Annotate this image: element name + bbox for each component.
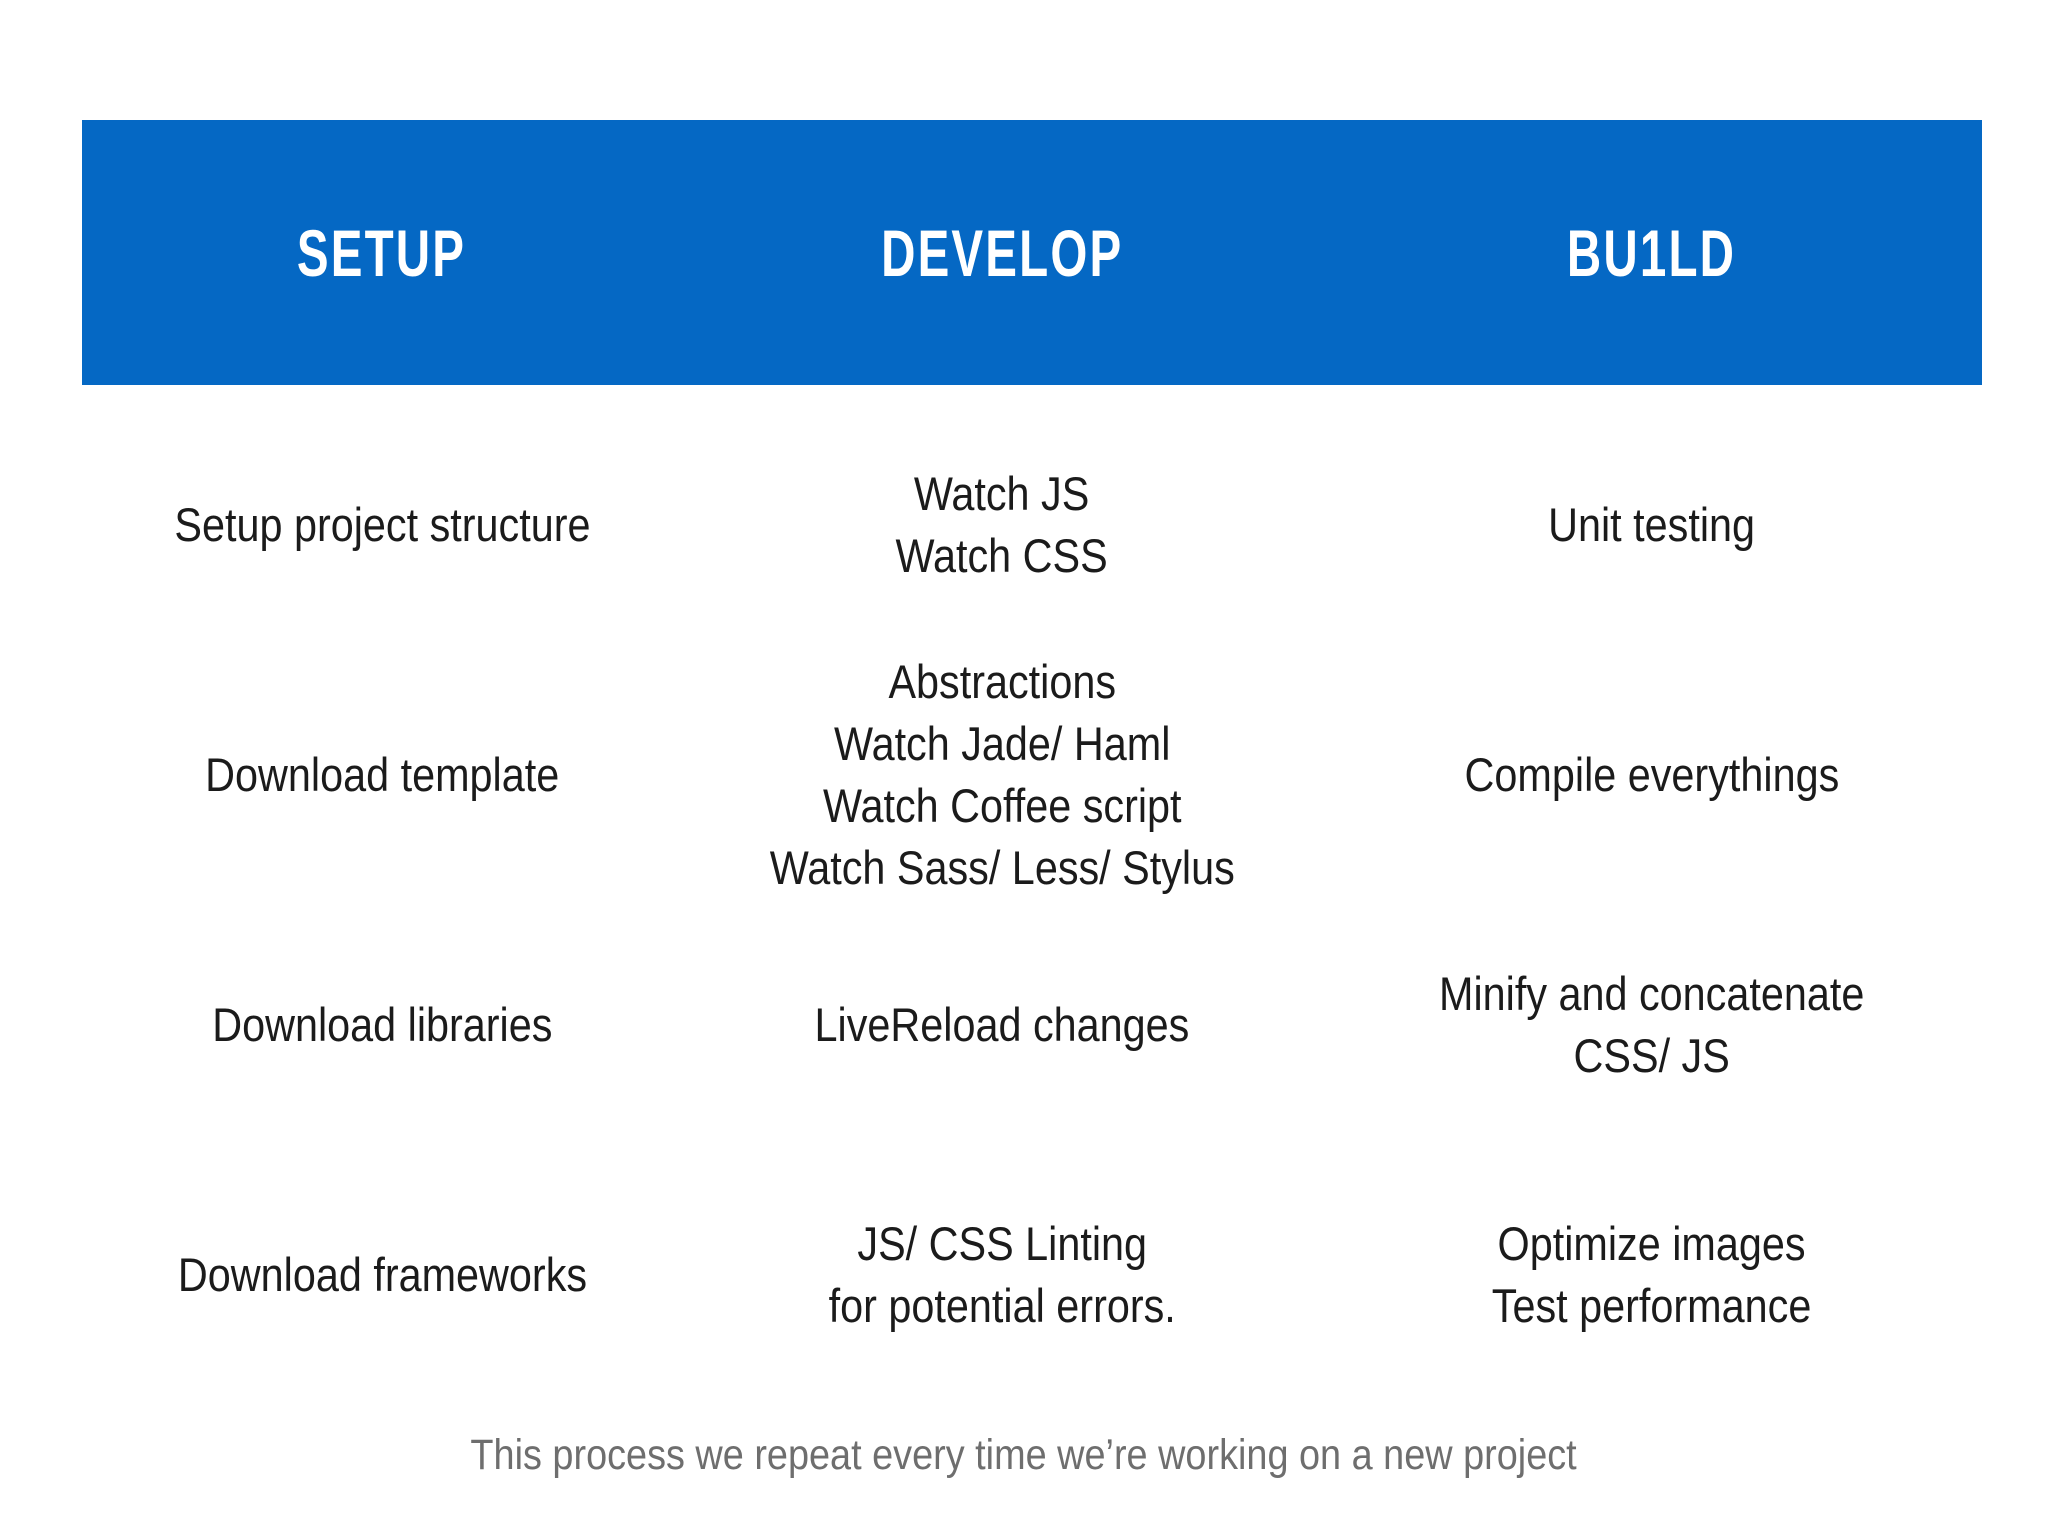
header-column-develop: DEVELOP [682, 120, 1322, 385]
table-cell-develop-3: LiveReload changes [682, 900, 1322, 1150]
table-cell-develop-2: Abstractions Watch Jade/ Haml Watch Coff… [682, 650, 1322, 900]
table-cell-setup-4: Download frameworks [82, 1150, 682, 1400]
header-column-build: BU1LD [1322, 120, 1982, 385]
process-table: Setup project structure Watch JS Watch C… [82, 400, 1982, 1400]
table-cell-build-4: Optimize images Test performance [1322, 1150, 1982, 1400]
footer-note-text: This process we repeat every time we’re … [470, 1431, 1578, 1479]
cell-text: JS/ CSS Linting for potential errors. [828, 1216, 1176, 1332]
cell-text: Unit testing [1548, 497, 1756, 551]
header-title-setup: SETUP [297, 215, 467, 290]
table-cell-setup-1: Setup project structure [82, 400, 682, 650]
table-cell-develop-4: JS/ CSS Linting for potential errors. [682, 1150, 1322, 1400]
cell-text: Download template [204, 747, 560, 801]
cell-text: Setup project structure [173, 497, 591, 551]
header-title-develop: DEVELOP [880, 215, 1124, 290]
footer-note: This process we repeat every time we’re … [0, 1430, 2048, 1482]
cell-text: LiveReload changes [814, 997, 1190, 1051]
cell-text: Download frameworks [177, 1247, 587, 1301]
header-column-setup: SETUP [82, 120, 682, 385]
header-banner: SETUP DEVELOP BU1LD [82, 120, 1982, 385]
cell-text: Minify and concatenate CSS/ JS [1439, 966, 1865, 1082]
table-cell-build-3: Minify and concatenate CSS/ JS [1322, 900, 1982, 1150]
table-cell-develop-1: Watch JS Watch CSS [682, 400, 1322, 650]
table-cell-build-2: Compile everythings [1322, 650, 1982, 900]
cell-text: Download libraries [211, 997, 553, 1051]
table-cell-build-1: Unit testing [1322, 400, 1982, 650]
cell-text: Watch JS Watch CSS [895, 466, 1109, 582]
table-cell-setup-3: Download libraries [82, 900, 682, 1150]
cell-text: Compile everythings [1464, 747, 1840, 801]
cell-text: Abstractions Watch Jade/ Haml Watch Coff… [769, 654, 1235, 895]
table-cell-setup-2: Download template [82, 650, 682, 900]
header-title-build: BU1LD [1567, 215, 1737, 290]
cell-text: Optimize images Test performance [1492, 1216, 1812, 1332]
